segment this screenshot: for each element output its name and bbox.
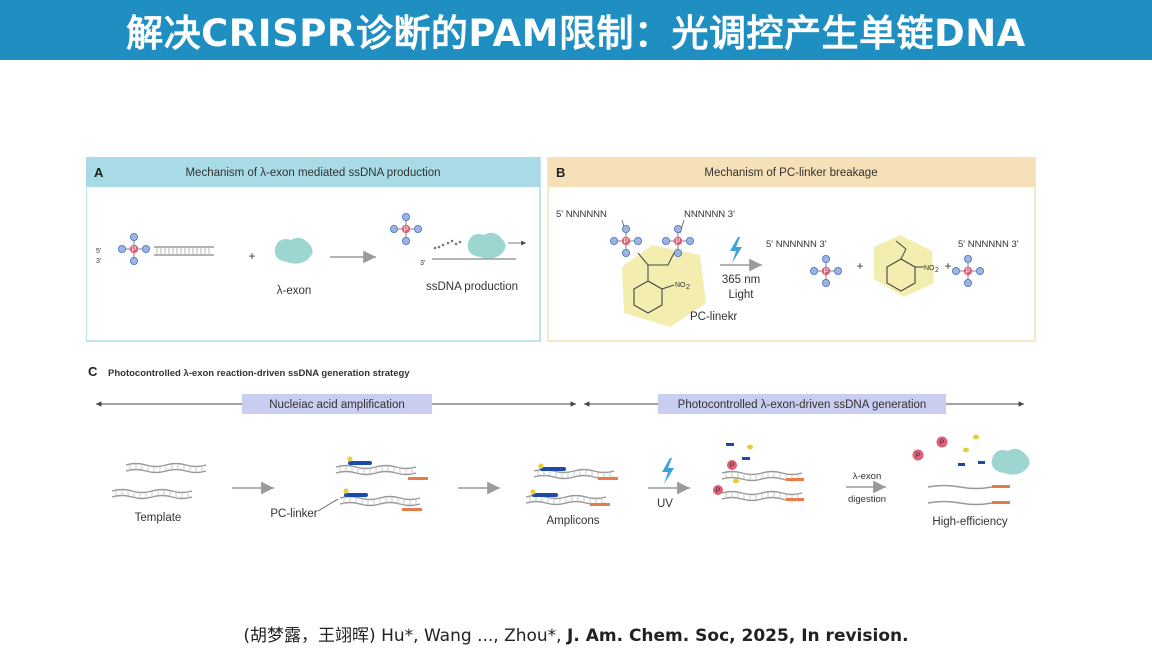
light-bolt-icon bbox=[730, 237, 742, 263]
lambda-exon-enzyme-icon-product bbox=[467, 232, 506, 259]
primer-blue bbox=[348, 461, 372, 465]
banner-generation-label: Photocontrolled λ-exon-driven ssDNA gene… bbox=[678, 399, 927, 411]
phosphate-marker-label-2: P bbox=[716, 488, 721, 495]
phosphate-marker-3 bbox=[912, 449, 924, 461]
strand-3-label: 3' bbox=[96, 258, 101, 265]
primed-dna-icon bbox=[335, 464, 417, 476]
lambda-exon-enzyme-icon-final bbox=[991, 448, 1030, 475]
step-final-label: High-efficiency bbox=[932, 516, 1007, 528]
phosphate-marker-4 bbox=[936, 436, 948, 448]
plus-sign-b2: + bbox=[945, 261, 952, 273]
panel-a-header bbox=[86, 157, 540, 187]
figure-canvas: P A Mechanism of λ-exon mediated ssDNA p… bbox=[86, 157, 1036, 528]
primer-blue-2 bbox=[344, 493, 368, 497]
pc-linker-highlight bbox=[622, 245, 706, 327]
citation-journal: J. Am. Chem. Soc, 2025, In revision. bbox=[567, 626, 909, 646]
step-amplicons-label: Amplicons bbox=[546, 515, 599, 527]
phosphate-marker-label-3: P bbox=[916, 453, 921, 460]
seq-left-label: 5' NNNNNN bbox=[556, 209, 607, 220]
panel-a-title: Mechanism of λ-exon mediated ssDNA produ… bbox=[185, 167, 440, 179]
released-nucleotides-icon bbox=[433, 239, 462, 250]
panel-c-title: Photocontrolled λ-exon reaction-driven s… bbox=[108, 368, 410, 379]
panel-b-header bbox=[548, 157, 1035, 187]
primer-orange-2 bbox=[402, 508, 422, 511]
primer-orange bbox=[408, 477, 428, 480]
panel-c-letter: C bbox=[88, 364, 98, 379]
product1-seq-label: 5' NNNNNN 3' bbox=[766, 239, 827, 250]
ssdna-production-label: ssDNA production bbox=[426, 281, 518, 293]
panel-b: B Mechanism of PC-linker breakage 5' NNN… bbox=[547, 157, 1036, 342]
lambda-exon-label: λ-exon bbox=[277, 285, 312, 297]
phosphate-marker-label: P bbox=[730, 463, 735, 470]
light-label: Light bbox=[729, 289, 755, 301]
citation-authors: (胡梦露，王翊晖) Hu*, Wang ..., Zhou*, bbox=[243, 626, 567, 646]
citation: (胡梦露，王翊晖) Hu*, Wang ..., Zhou*, J. Am. C… bbox=[0, 621, 1152, 646]
ssdna-product-icon-2 bbox=[927, 500, 993, 506]
panel-a-letter: A bbox=[94, 165, 104, 180]
banner-amplification-label: Nucleiac acid amplification bbox=[269, 399, 405, 411]
strand-5-label: 5' bbox=[96, 248, 101, 255]
phosphate-marker-label-4: P bbox=[940, 440, 945, 447]
step-exon-label: λ-exon bbox=[853, 471, 882, 482]
figure: P A Mechanism of λ-exon mediated ssDNA p… bbox=[86, 157, 1036, 547]
seq-right-label: NNNNNN 3' bbox=[684, 209, 735, 220]
no2-label-byproduct: NO bbox=[924, 265, 935, 272]
lambda-exon-enzyme-icon bbox=[274, 237, 313, 264]
step-template-label: Template bbox=[135, 512, 182, 524]
template-dna-icon-2 bbox=[111, 488, 193, 500]
panel-b-letter: B bbox=[556, 165, 565, 180]
panel-a-frame bbox=[86, 157, 541, 342]
light-wavelength-label: 365 nm bbox=[722, 274, 760, 286]
panel-b-title: Mechanism of PC-linker breakage bbox=[704, 167, 877, 179]
primed-dna-icon-2 bbox=[339, 495, 421, 507]
product3-seq-label: 5' NNNNNN 3' bbox=[958, 239, 1019, 250]
page-title: 解决CRISPR诊断的PAM限制：光调控产生单链DNA bbox=[126, 12, 1026, 55]
banner-generation bbox=[658, 394, 946, 414]
uv-bolt-icon bbox=[662, 458, 674, 484]
step-digestion-label: digestion bbox=[848, 494, 886, 505]
ssdna-product-icon bbox=[927, 484, 993, 490]
step-uv-label: UV bbox=[657, 498, 673, 510]
panel-c: C Photocontrolled λ-exon reaction-driven… bbox=[88, 364, 1030, 528]
title-bar: 解决CRISPR诊断的PAM限制：光调控产生单链DNA bbox=[0, 0, 1152, 60]
phosphate-marker bbox=[727, 460, 737, 470]
plus-sign-a: + bbox=[249, 251, 256, 263]
plus-sign-b1: + bbox=[857, 261, 864, 273]
panel-a: A Mechanism of λ-exon mediated ssDNA pro… bbox=[86, 157, 541, 342]
template-dna-icon bbox=[125, 462, 207, 474]
step-pclinker-label: PC-linker bbox=[270, 508, 317, 520]
product-3-label: 3' bbox=[420, 260, 425, 267]
phosphate-marker-2 bbox=[713, 485, 723, 495]
byproduct-highlight bbox=[874, 235, 934, 297]
no2-subscript: 2 bbox=[686, 284, 690, 291]
no2-subscript-byproduct: 2 bbox=[935, 267, 939, 274]
no2-label: NO bbox=[675, 282, 686, 289]
pc-linker-label: PC-linekr bbox=[690, 311, 737, 323]
banner-amplification bbox=[242, 394, 432, 414]
